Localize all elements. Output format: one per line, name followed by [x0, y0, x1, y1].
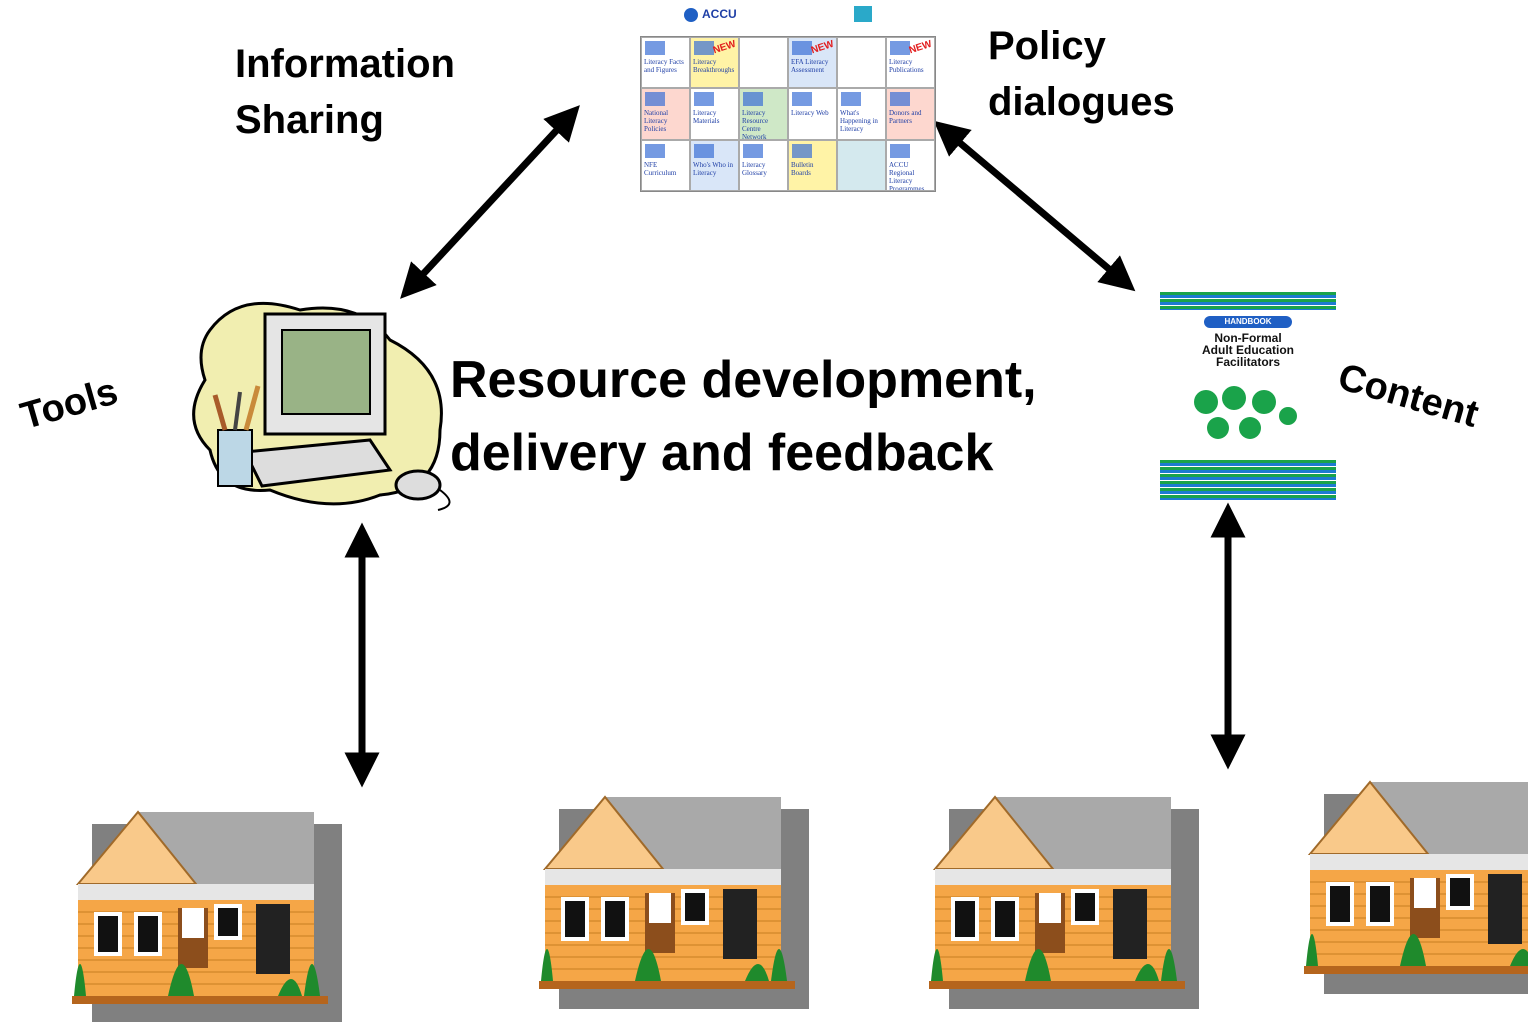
portal-cell-label: NFE Curriculum: [644, 160, 677, 177]
network-icon: [743, 92, 763, 107]
handbook-badge: HANDBOOK: [1204, 316, 1292, 328]
policy-dialogues-label: Policy dialogues: [988, 18, 1175, 130]
handbook-title-line-3: Facilitators: [1215, 355, 1281, 369]
portal-cell[interactable]: National Literacy Policies: [641, 88, 690, 140]
handbook-title-line-1: Non-Formal: [1214, 331, 1282, 345]
information-sharing-line-2: Sharing: [235, 98, 384, 142]
handbook-cover: HANDBOOK Non-Formal Adult Education Faci…: [1160, 292, 1336, 500]
house-3: [928, 796, 1200, 1010]
portal-cell[interactable]: NFE Curriculum: [641, 139, 690, 191]
house-2: [538, 796, 810, 1010]
portal-cell-label: Who's Who in Literacy: [693, 160, 734, 177]
portal-cell[interactable]: What's Happening in Literacy: [837, 88, 886, 140]
portal-cell-label: Literacy Breakthroughs: [693, 58, 735, 74]
handshake-icon: [890, 92, 910, 107]
resource-development-line-1: Resource development,: [450, 351, 1037, 409]
house-1: [71, 811, 343, 1022]
portal-cell-label: EFA Literacy Assessment: [791, 58, 829, 74]
portal-cell-label: Literacy Materials: [693, 109, 720, 126]
arrow-info-sharing: [400, 105, 580, 299]
person-icon: [694, 143, 714, 158]
policy-dialogues-line-1: Policy: [988, 24, 1106, 68]
portal-cell-label: Literacy Web: [791, 109, 829, 118]
portal-cell[interactable]: Literacy Materials: [690, 88, 739, 140]
portal-cell-label: ACCU Regional Literacy Programmes: [889, 160, 925, 191]
open-book-icon: [694, 92, 714, 107]
portal-cell[interactable]: [837, 139, 886, 191]
portal-cell-label: Literacy Publications: [889, 58, 924, 74]
portal-cell[interactable]: [837, 37, 886, 89]
globe-icon: [792, 41, 812, 55]
books-icon: [890, 41, 910, 55]
portal-cell-label: Literacy Glossary: [742, 160, 767, 177]
policy-dialogues-line-2: dialogues: [988, 80, 1175, 124]
notebook-icon: [694, 41, 714, 55]
unesco-logo-icon: [854, 6, 872, 22]
arrow-policy-dialogues: [933, 120, 1136, 292]
portal-cell-label: What's Happening in Literacy: [840, 109, 878, 134]
handbook-title: Non-Formal Adult Education Facilitators: [1168, 332, 1328, 368]
az-icon: [743, 143, 763, 158]
portal-cell[interactable]: Literacy Glossary: [739, 139, 788, 191]
resource-development-line-2: delivery and feedback: [450, 424, 994, 482]
handbook-bottom-stripes: [1160, 460, 1336, 500]
portal-cell[interactable]: Who's Who in Literacy: [690, 139, 739, 191]
information-sharing-line-1: Information: [235, 42, 455, 86]
calendar-icon: [841, 92, 861, 107]
new-badge: NEW: [809, 38, 835, 57]
handbook-circles-icon: [1194, 386, 1297, 439]
bar-chart-icon: [645, 41, 665, 55]
face-icon: [890, 143, 910, 158]
people-icon: [645, 92, 665, 107]
portal-header: ACCU: [640, 0, 935, 34]
portal-cell[interactable]: Literacy Web: [788, 88, 837, 140]
new-badge: NEW: [907, 38, 933, 57]
handbook-top-stripes: [1160, 292, 1336, 310]
computer-icon: [192, 301, 451, 511]
group-icon: [792, 143, 812, 158]
portal-cell[interactable]: ACCU Regional Literacy Programmes: [886, 139, 935, 191]
portal-cell[interactable]: Literacy Resource Centre Network: [739, 88, 788, 140]
handbook-title-line-2: Adult Education: [1202, 343, 1294, 357]
portal-cell[interactable]: [739, 37, 788, 89]
portal-cell-label: National Literacy Policies: [644, 109, 669, 134]
accu-logo-text: ACCU: [702, 7, 737, 21]
link-icon: [792, 92, 812, 107]
table-icon: [645, 143, 665, 158]
portal-cell[interactable]: Literacy Facts and Figures: [641, 37, 690, 89]
portal-cell[interactable]: Bulletin Boards: [788, 139, 837, 191]
portal-cell-label: Donors and Partners: [889, 109, 922, 126]
portal-cell[interactable]: Donors and Partners: [886, 88, 935, 140]
portal-cell-label: Bulletin Boards: [791, 160, 814, 177]
information-sharing-label: Information Sharing: [235, 36, 455, 148]
portal-cell-label: Literacy Facts and Figures: [644, 58, 684, 74]
portal-cell-label: Literacy Resource Centre Network: [742, 109, 769, 140]
house-4: [1303, 781, 1528, 995]
new-badge: NEW: [711, 38, 737, 57]
accu-logo-icon: [684, 8, 698, 22]
resource-development-label: Resource development, delivery and feedb…: [450, 344, 1037, 490]
